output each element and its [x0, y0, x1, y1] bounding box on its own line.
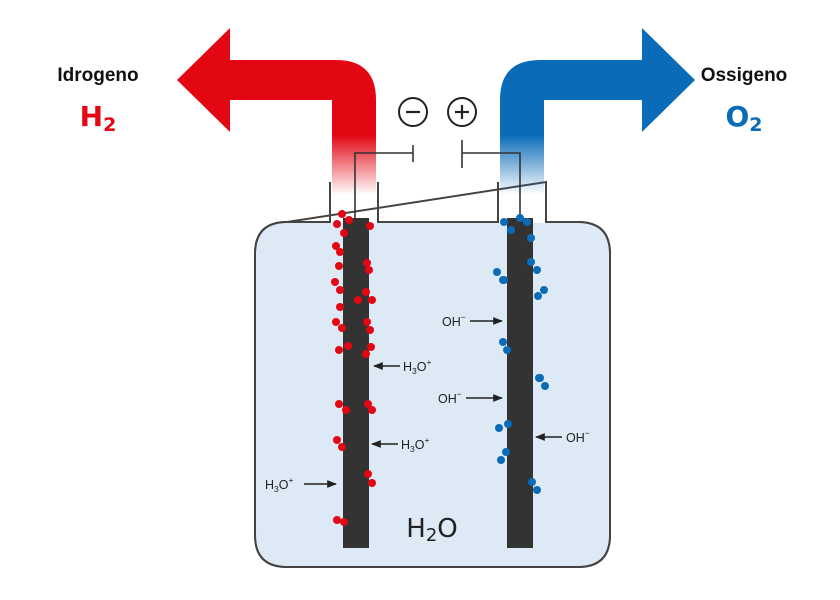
gas-bubble [342, 406, 350, 414]
gas-bubble [362, 288, 370, 296]
gas-bubble [527, 258, 535, 266]
gas-bubble [338, 210, 346, 218]
gas-bubble [331, 278, 339, 286]
gas-bubble [497, 456, 505, 464]
minus-terminal-icon [398, 97, 428, 127]
gas-bubble [541, 382, 549, 390]
gas-bubble [338, 324, 346, 332]
electrolyte-fill [256, 223, 609, 566]
gas-bubble [363, 259, 371, 267]
gas-bubble [533, 486, 541, 494]
gas-bubble [527, 234, 535, 242]
hydrogen-name-label: Idrogeno [57, 65, 138, 86]
cathode-electrode [343, 218, 369, 548]
cathode-wire [354, 152, 413, 220]
gas-bubble [336, 303, 344, 311]
oxygen-name-label: Ossigeno [701, 65, 788, 86]
gas-bubble [335, 346, 343, 354]
gas-bubble [499, 276, 507, 284]
oxygen-formula-label: O2 [725, 100, 762, 136]
gas-bubble [332, 242, 340, 250]
hydroxide-label-1: OH− [442, 312, 466, 329]
gas-bubble [495, 424, 503, 432]
gas-bubble [504, 420, 512, 428]
gas-bubble [536, 374, 544, 382]
gas-bubble [534, 292, 542, 300]
oxygen-arrow-icon [500, 28, 695, 136]
gas-bubble [528, 478, 536, 486]
gas-bubble [500, 218, 508, 226]
gas-bubble [365, 266, 373, 274]
gas-bubble [503, 346, 511, 354]
gas-bubble [499, 338, 507, 346]
gas-bubble [333, 220, 341, 228]
hydroxide-label-2: OH− [438, 389, 462, 406]
hydronium-label-1: H3O+ [403, 357, 432, 376]
gas-bubble [332, 318, 340, 326]
gas-bubble [333, 436, 341, 444]
gas-bubble [502, 448, 510, 456]
gas-bubble [493, 268, 501, 276]
vessel-outline [254, 221, 611, 568]
anode-wire [462, 152, 521, 220]
gas-bubble [516, 214, 524, 222]
gas-bubble [340, 229, 348, 237]
gas-bubble [336, 286, 344, 294]
hydrogen-formula-label: H2 [80, 100, 117, 136]
gas-bubble [533, 266, 541, 274]
anode-electrode [507, 218, 533, 548]
gas-bubble [335, 262, 343, 270]
gas-bubble [340, 518, 348, 526]
plus-terminal-icon [447, 97, 477, 127]
hydrogen-arrow-icon [177, 28, 376, 136]
gas-bubble [345, 216, 353, 224]
gas-bubble [366, 326, 374, 334]
hydrogen-bubbles [331, 210, 376, 526]
gas-bubble [338, 443, 346, 451]
oxygen-bubbles [493, 214, 549, 494]
gas-bubble [333, 516, 341, 524]
gas-bubble [362, 350, 370, 358]
gas-bubble [523, 218, 531, 226]
gas-bubble [368, 479, 376, 487]
gas-bubble [364, 470, 372, 478]
gas-bubble [368, 406, 376, 414]
gas-bubble [354, 296, 362, 304]
gas-bubble [335, 400, 343, 408]
gas-bubble [540, 286, 548, 294]
gas-bubble [367, 343, 375, 351]
gas-bubble [366, 222, 374, 230]
gas-bubble [336, 248, 344, 256]
gas-bubble [344, 342, 352, 350]
hydroxide-label-3: OH− [566, 428, 590, 445]
hydronium-label-3: H3O+ [265, 475, 294, 494]
gas-bubble [363, 318, 371, 326]
gas-bubble [364, 400, 372, 408]
hydronium-label-2: H3O+ [401, 435, 430, 454]
oxygen-fade [500, 135, 544, 195]
water-label: H2O [406, 514, 457, 546]
gas-bubble [507, 226, 515, 234]
gas-bubble [368, 296, 376, 304]
hydrogen-fade [332, 135, 376, 195]
